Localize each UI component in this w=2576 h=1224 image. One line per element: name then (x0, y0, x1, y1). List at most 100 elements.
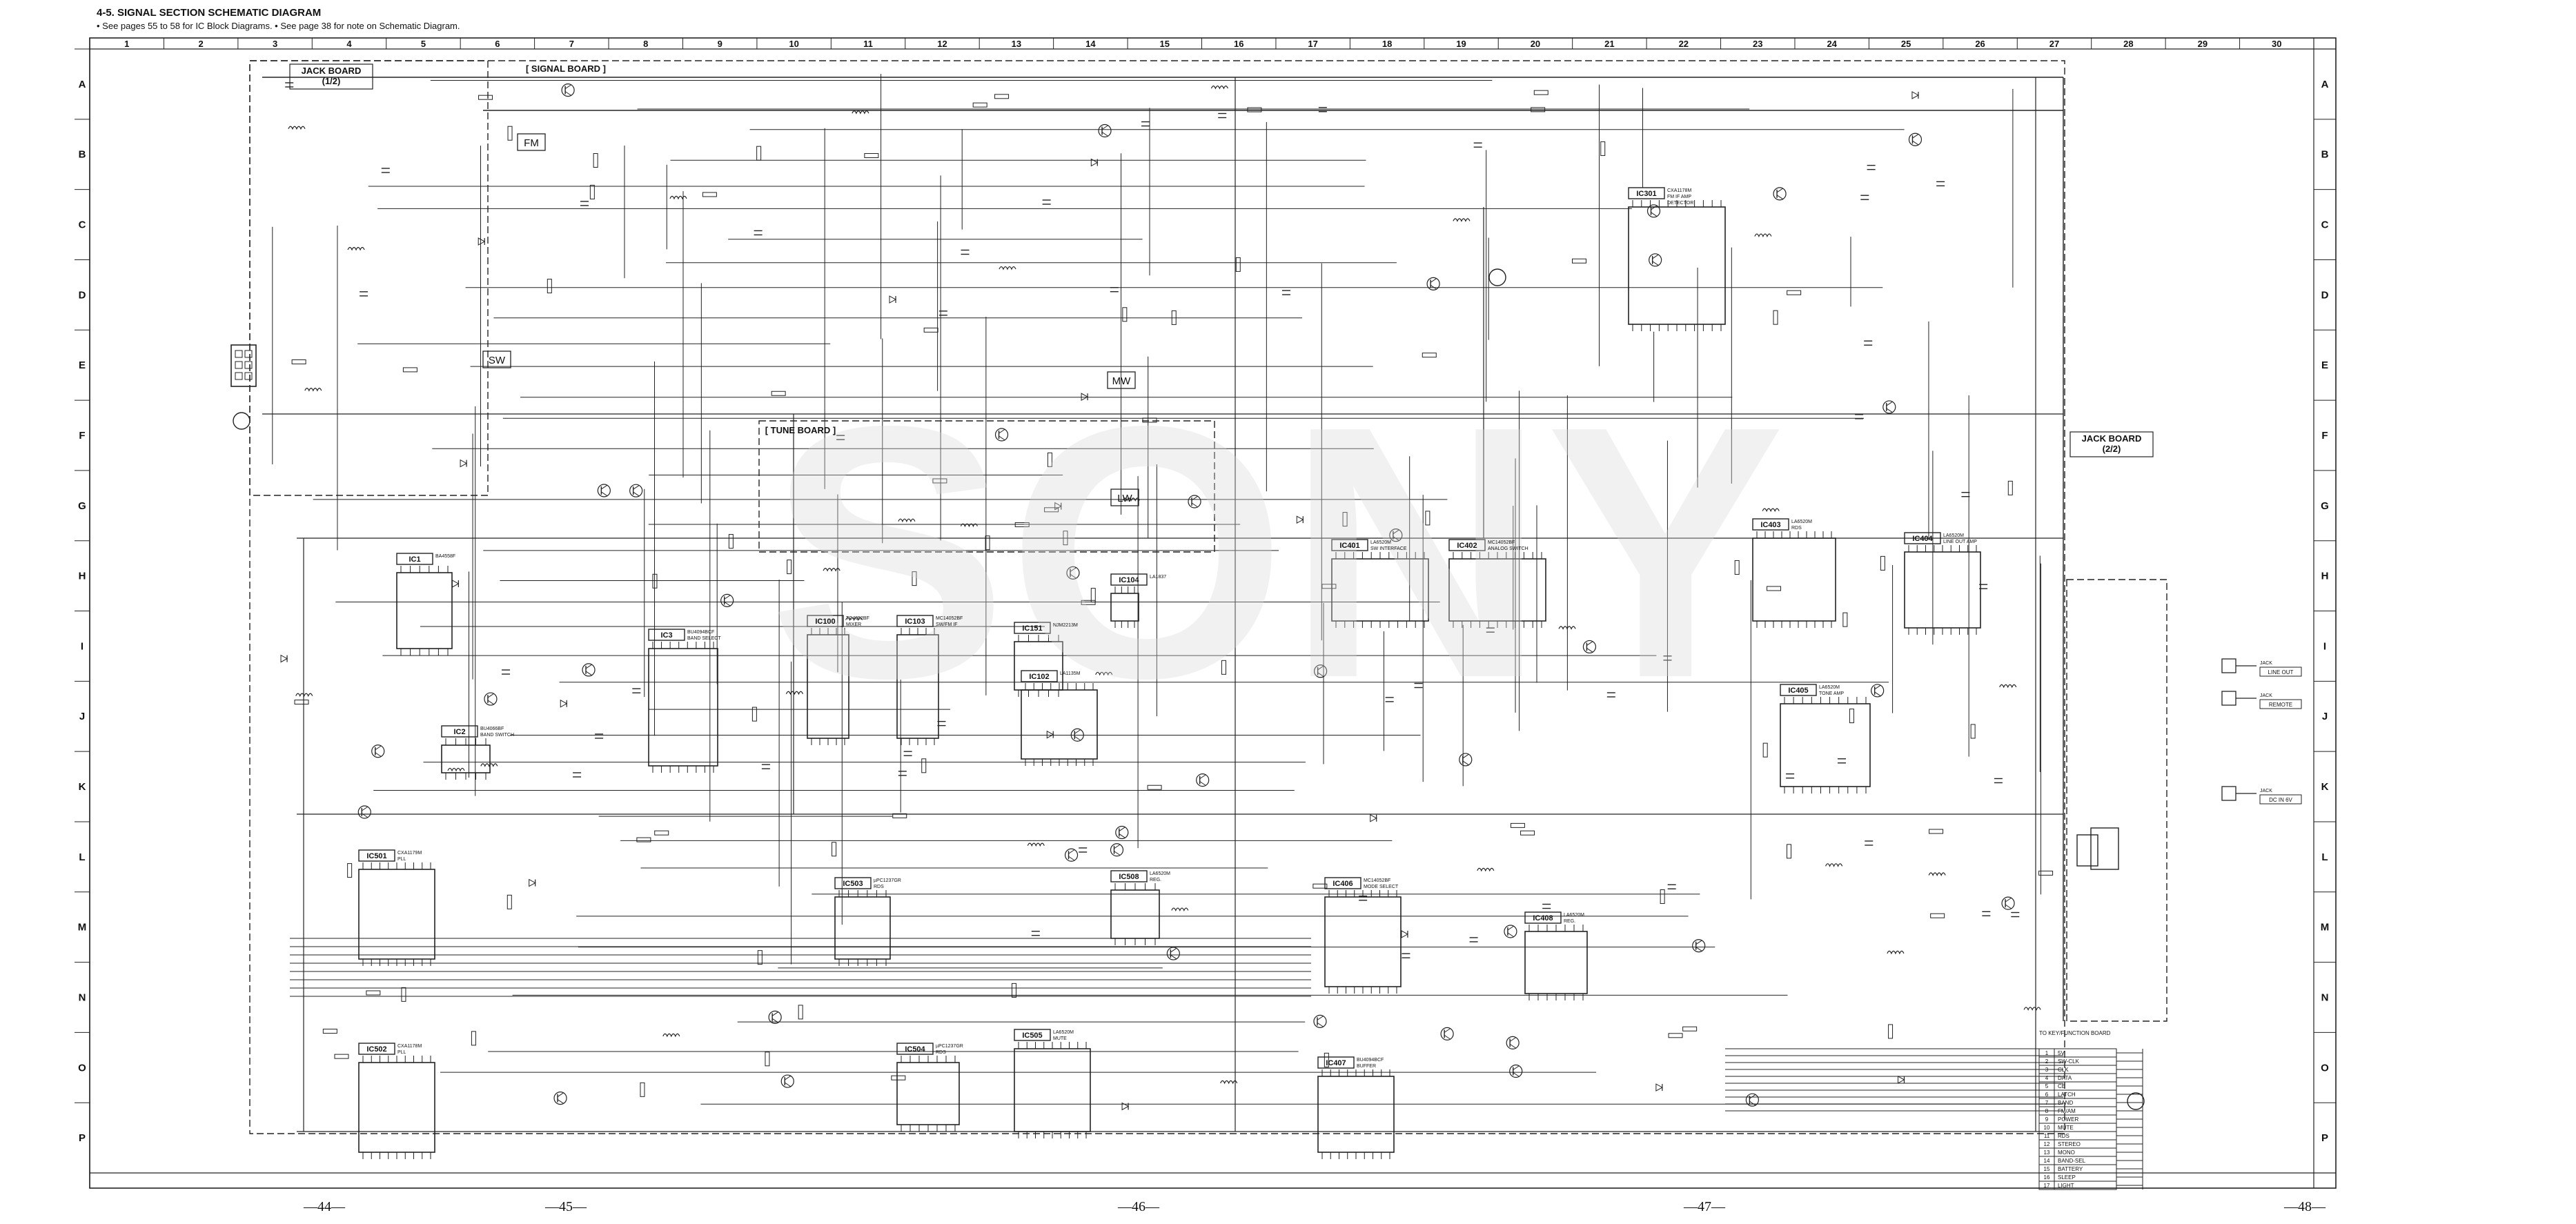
coil (304, 388, 322, 392)
column-marker: 2 (199, 39, 204, 49)
resistor (593, 153, 598, 168)
band-label: FM (524, 137, 539, 149)
resistor (1321, 584, 1337, 589)
ic-desc: DETECTOR (1667, 201, 1693, 206)
coil (823, 568, 840, 572)
column-marker: 23 (1753, 39, 1762, 49)
ic-name: IC3 (660, 631, 672, 640)
jack-symbol (2221, 691, 2236, 706)
ic-name: IC404 (1912, 535, 1933, 543)
resistor (1786, 844, 1791, 859)
ic-name: IC405 (1788, 687, 1808, 695)
transistor (1098, 124, 1112, 138)
ic-ic104 (1110, 593, 1139, 622)
diode (529, 878, 536, 887)
jack-label: JACK (2260, 789, 2272, 793)
resistor (507, 894, 512, 909)
resistor (994, 94, 1010, 99)
connector-pin-number: 6 (2045, 1092, 2049, 1098)
ic-label-box (1014, 1029, 1051, 1041)
ic-desc: MC14052BF (936, 616, 963, 621)
coil (845, 617, 863, 622)
transistor (720, 593, 734, 607)
band-box-lw (1110, 488, 1139, 506)
ic-label-box (1780, 684, 1817, 696)
connector-pin-name: BAND-SEL (2058, 1158, 2086, 1164)
transistor (1882, 400, 1896, 414)
connector-pin-number: 4 (2045, 1075, 2049, 1081)
resistor (1063, 531, 1068, 546)
ic-label-box (1448, 539, 1486, 551)
resistor (478, 95, 493, 100)
column-marker: 10 (789, 39, 798, 49)
page-number: —46— (1118, 1199, 1159, 1214)
diode (280, 654, 288, 663)
ic-ic407 (1317, 1076, 1395, 1153)
ic-label-box (1628, 187, 1665, 199)
ic-name: IC407 (1326, 1059, 1346, 1067)
resistor (787, 560, 792, 575)
ic-label-box (1324, 877, 1361, 889)
diagram-title: 4-5. SIGNAL SECTION SCHEMATIC DIAGRAM (97, 7, 322, 19)
coil (1095, 671, 1113, 676)
diode (451, 580, 460, 588)
resistor (1888, 1024, 1894, 1039)
ic-desc: LA6520M (1819, 685, 1840, 690)
ic-desc: LA1837 (1150, 575, 1166, 580)
ic-label-box (1331, 539, 1368, 551)
page-number: —44— (304, 1199, 345, 1214)
ic-label-box (441, 725, 478, 738)
connector-pin-name: POWER (2058, 1116, 2078, 1123)
ic-desc: ANALOG SWITCH (1488, 546, 1528, 551)
resistor (1510, 822, 1525, 828)
column-marker: 1 (124, 39, 129, 49)
transistor (1314, 664, 1328, 678)
ic-desc: CXA1178M (397, 1044, 422, 1049)
ic-desc: µPC1237GR (936, 1044, 963, 1049)
diode (1296, 515, 1304, 524)
resistor (334, 1054, 349, 1059)
connector-pin-number: 3 (2045, 1067, 2049, 1073)
resistor (1422, 353, 1437, 358)
ic-label-box (807, 615, 844, 627)
tune-board-outline (758, 420, 1215, 553)
transistor (371, 744, 385, 758)
transistor (1509, 1064, 1523, 1078)
resistor (1842, 612, 1848, 627)
marker-circle-2 (233, 412, 250, 430)
resistor (985, 535, 990, 551)
ic-desc: SW INTERFACE (1370, 546, 1407, 551)
resistor (1044, 507, 1059, 513)
ic-ic508 (1110, 889, 1160, 939)
ic-desc: LINE OUT AMP (1943, 540, 1977, 544)
resistor (1142, 417, 1157, 423)
ic-label-box (396, 553, 433, 565)
ic-name: IC401 (1339, 542, 1359, 550)
ic-ic301 (1628, 206, 1726, 325)
coil (480, 763, 498, 767)
resistor (636, 837, 651, 842)
ic-ic503 (834, 896, 891, 960)
ic-ic504 (896, 1062, 960, 1125)
transistor (1582, 640, 1597, 654)
resistor (972, 102, 987, 108)
ic-ic405 (1780, 703, 1871, 787)
ic-desc: BAND SELECT (687, 636, 721, 641)
connector-pin-number: 14 (2044, 1158, 2050, 1164)
ic-desc: CXA1178M (1667, 188, 1691, 193)
ic-name: IC151 (1022, 624, 1042, 633)
resistor (1425, 511, 1430, 526)
transistor (1070, 728, 1084, 742)
diode (1081, 393, 1089, 402)
connector-pin-number: 17 (2044, 1183, 2050, 1189)
connector-pin-number: 16 (2044, 1174, 2050, 1181)
ic-desc: MC14052BF (1364, 878, 1390, 883)
jack2-connector (2076, 834, 2098, 867)
row-marker: D (2321, 289, 2329, 301)
board-label-jack1: JACK BOARD (302, 66, 362, 76)
ic-ic501 (358, 869, 435, 960)
column-marker: 29 (2198, 39, 2208, 49)
diode (1370, 813, 1377, 822)
row-marker: D (79, 289, 86, 301)
